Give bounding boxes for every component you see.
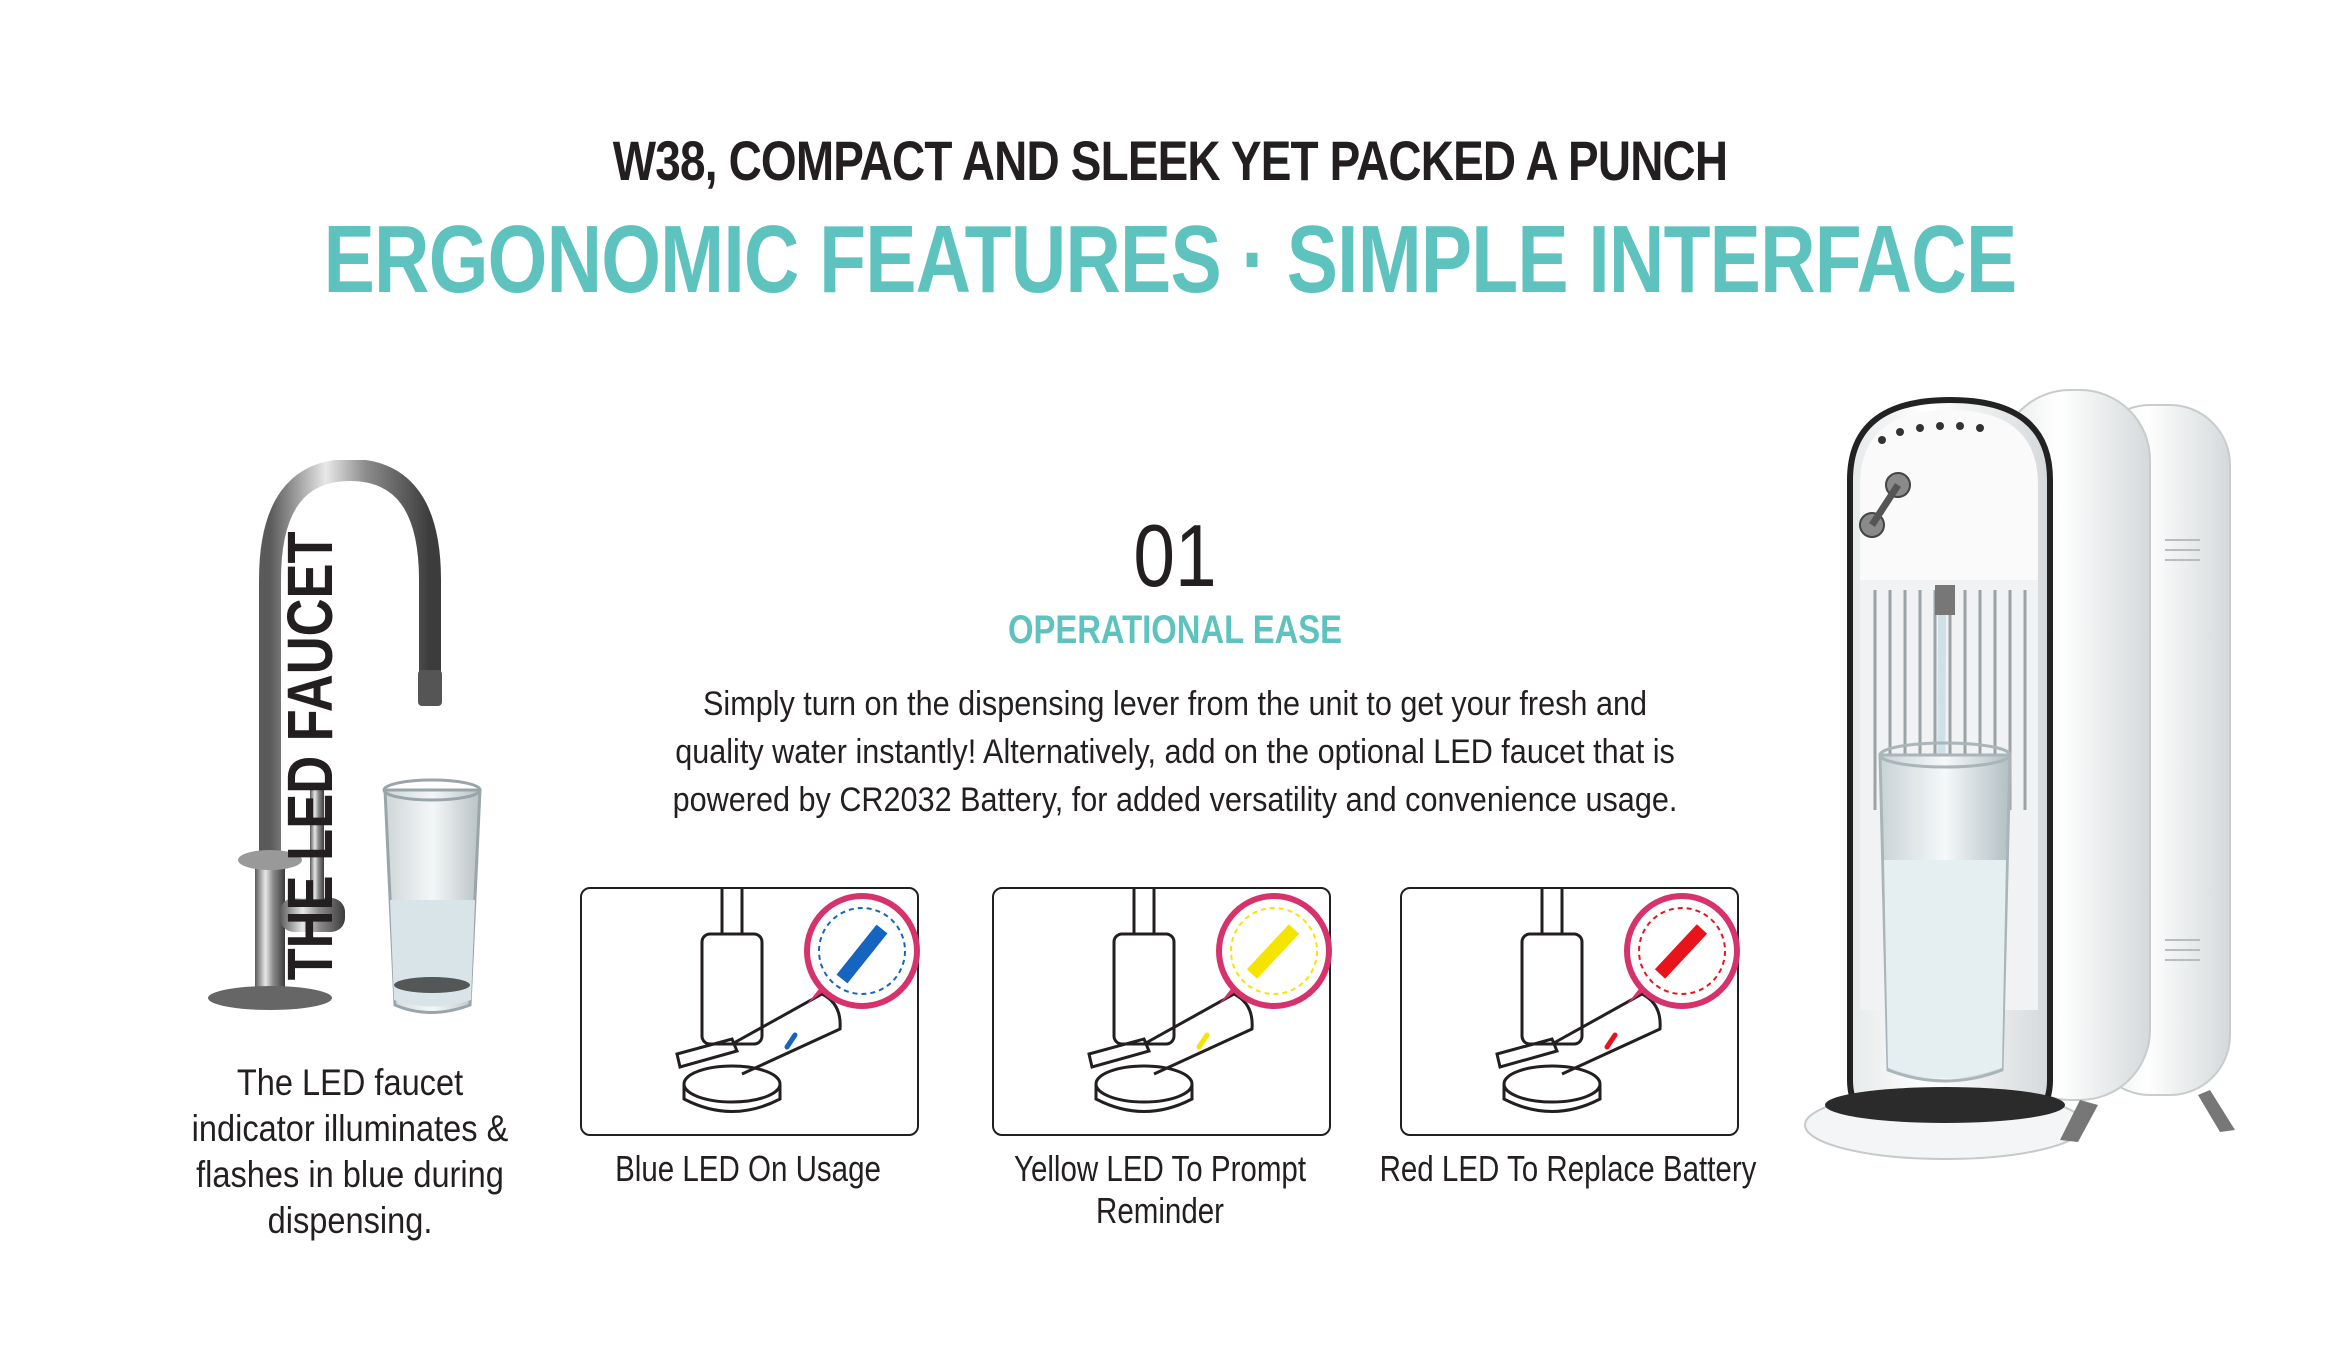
step-description: Simply turn on the dispensing lever from… <box>672 685 1678 819</box>
led-faucet-image <box>208 460 482 1014</box>
step-title: OPERATIONAL EASE <box>1007 608 1343 652</box>
led-card-red <box>1400 887 1740 1136</box>
led-card-blue <box>580 887 920 1136</box>
faucet-vertical-title: THE LED FAUCET <box>274 531 346 981</box>
led-label-blue: Blue LED On Usage <box>615 1148 881 1189</box>
faucet-line-icon <box>1087 889 1332 1113</box>
water-dispenser-image <box>1804 389 2235 1160</box>
step-number: 01 <box>1133 506 1217 605</box>
led-card-yellow <box>992 887 1332 1136</box>
subheadline: ERGONOMIC FEATURES · SIMPLE INTERFACE <box>323 206 2018 313</box>
headline: W38, COMPACT AND SLEEK YET PACKED A PUNC… <box>612 129 1728 192</box>
faucet-line-icon <box>1495 889 1740 1113</box>
faucet-line-icon <box>675 889 920 1113</box>
led-label-red: Red LED To Replace Battery <box>1379 1148 1757 1189</box>
faucet-caption: The LED faucet indicator illuminates & f… <box>191 1062 509 1241</box>
led-label-yellow: Yellow LED To Prompt Reminder <box>1013 1148 1307 1231</box>
